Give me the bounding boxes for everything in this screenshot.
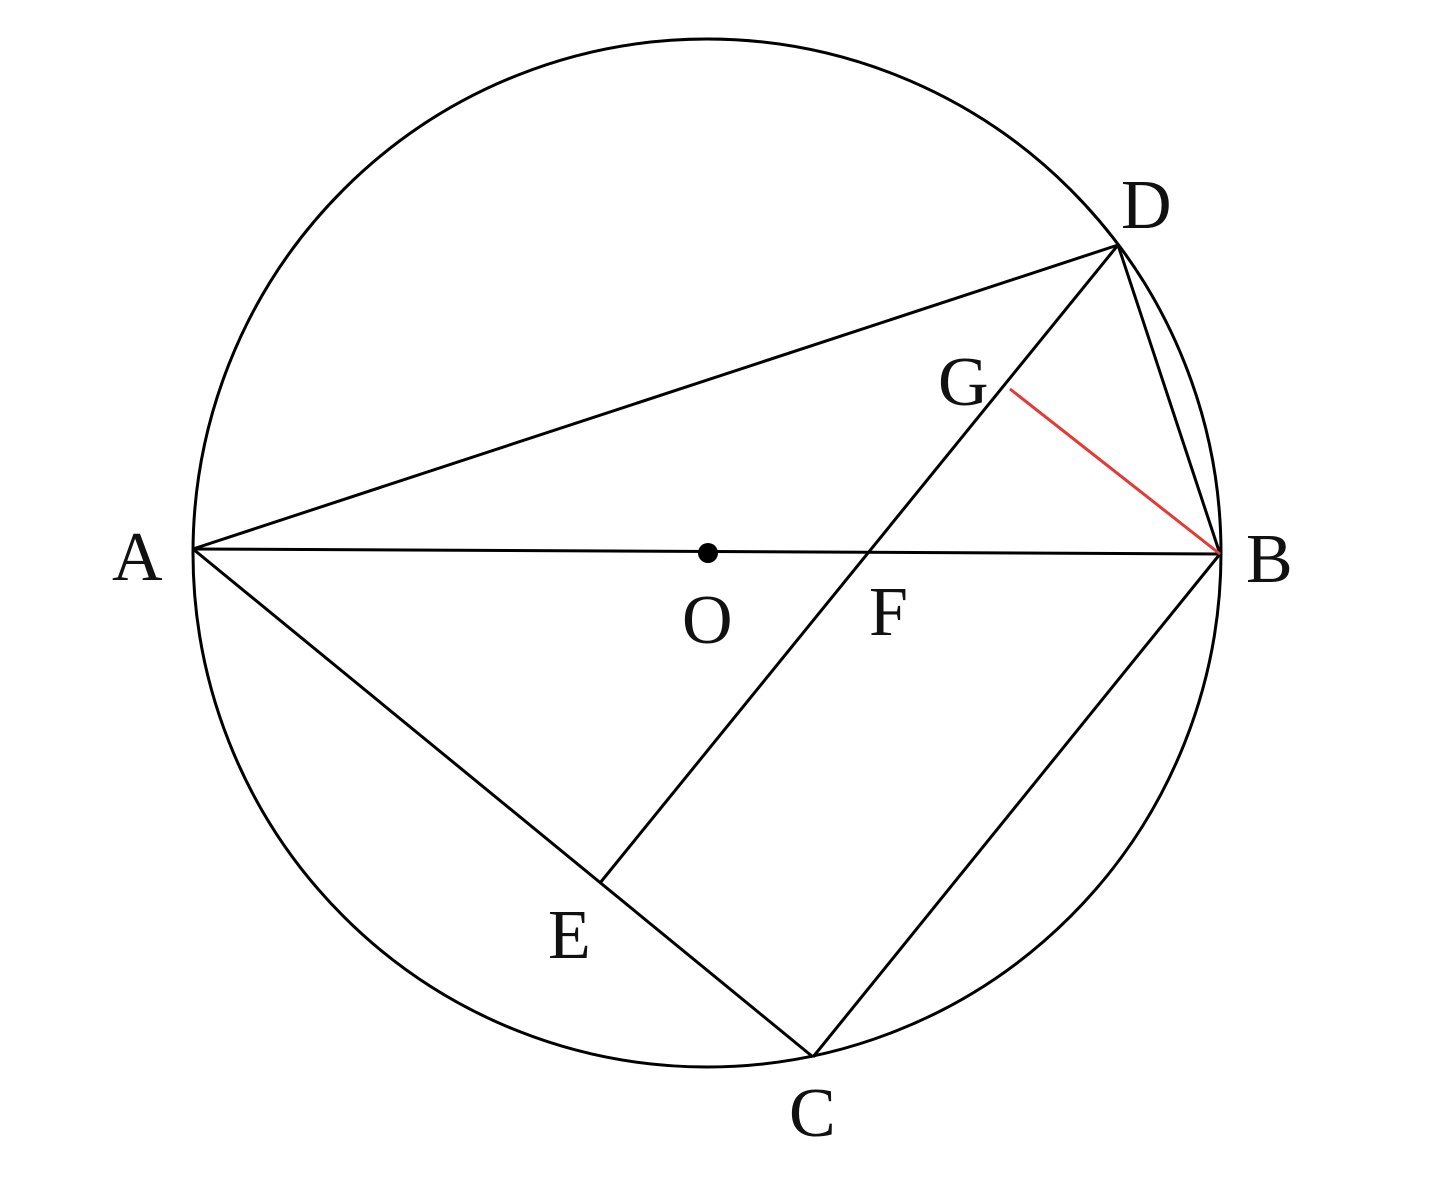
segment-de bbox=[598, 244, 1120, 884]
label-e: E bbox=[548, 897, 591, 974]
label-c: C bbox=[789, 1075, 836, 1152]
segment-db bbox=[1116, 244, 1222, 555]
label-d: D bbox=[1121, 167, 1172, 244]
label-f: F bbox=[869, 574, 908, 651]
label-g: G bbox=[938, 344, 989, 421]
label-o: O bbox=[682, 582, 733, 659]
segment-ac bbox=[192, 547, 814, 1059]
center-point-o bbox=[698, 543, 718, 563]
label-a: A bbox=[112, 519, 163, 596]
segment-gb bbox=[1009, 387, 1221, 556]
segment-bc bbox=[811, 553, 1222, 1058]
label-b: B bbox=[1246, 521, 1293, 598]
segment-ad bbox=[192, 243, 1119, 551]
